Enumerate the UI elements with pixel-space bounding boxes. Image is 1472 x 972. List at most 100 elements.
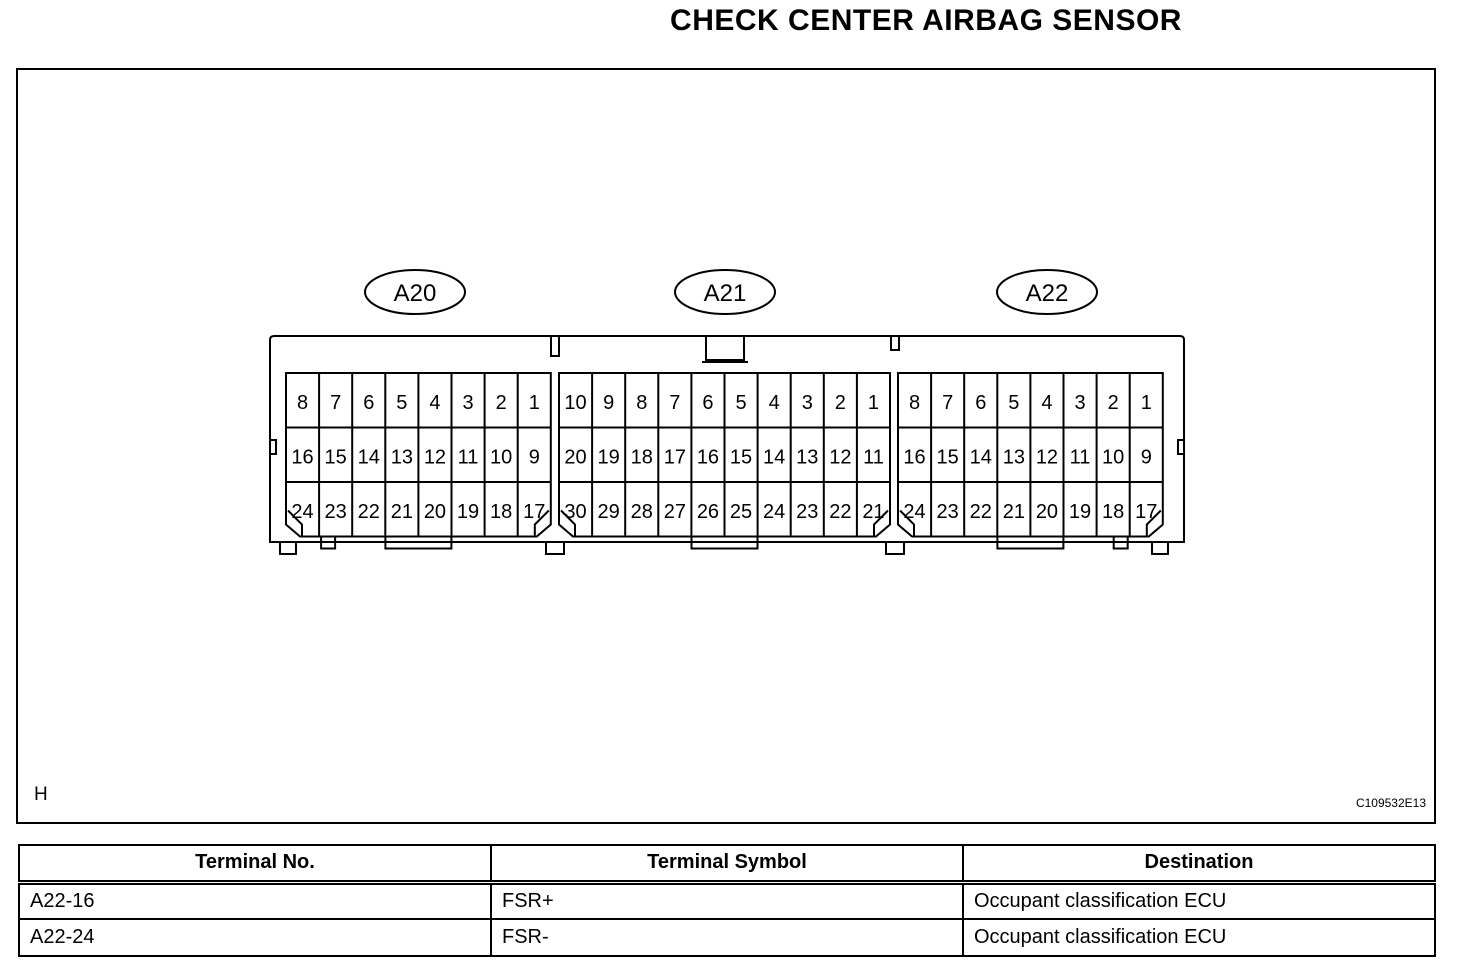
header-terminal-no: Terminal No. bbox=[18, 844, 492, 885]
terminal-number: 5 bbox=[396, 392, 407, 414]
cell-terminal-no: A22-16 bbox=[18, 881, 492, 920]
terminal-number: 22 bbox=[970, 501, 992, 523]
terminal-number: 13 bbox=[1003, 447, 1025, 469]
cavity-chamfer bbox=[873, 509, 889, 537]
terminal-number: 16 bbox=[291, 447, 313, 469]
cavity-chamfer bbox=[533, 509, 550, 537]
connector-label: A21 bbox=[704, 280, 747, 307]
terminal-number: 15 bbox=[325, 447, 347, 469]
connector-label-ellipse bbox=[674, 269, 776, 315]
terminal-table: Terminal No. Terminal Symbol Destination… bbox=[18, 844, 1436, 957]
terminal-number: 15 bbox=[730, 447, 752, 469]
terminal-number: 18 bbox=[631, 447, 653, 469]
table-row: A22-16 FSR+ Occupant classification ECU bbox=[18, 881, 1436, 920]
terminal-number: 22 bbox=[829, 501, 851, 523]
cell-destination: Occupant classification ECU bbox=[962, 881, 1436, 920]
terminal-number: 14 bbox=[970, 447, 992, 469]
illustration-code: C109532E13 bbox=[1355, 796, 1426, 810]
housing-foot bbox=[1151, 542, 1169, 555]
terminal-number: 13 bbox=[796, 447, 818, 469]
terminal-number: 4 bbox=[429, 392, 440, 414]
terminal-number: 11 bbox=[1070, 447, 1091, 469]
terminal-number: 28 bbox=[631, 501, 653, 523]
terminal-number: 4 bbox=[769, 392, 780, 414]
terminal-number: 17 bbox=[664, 447, 686, 469]
terminal-number: 6 bbox=[975, 392, 986, 414]
terminal-number: 26 bbox=[697, 501, 719, 523]
terminal-number: 8 bbox=[297, 392, 308, 414]
terminal-number: 6 bbox=[702, 392, 713, 414]
housing-side-bump bbox=[1177, 439, 1184, 455]
connector-label-ellipse bbox=[996, 269, 1098, 315]
connector-label-ellipse bbox=[364, 269, 466, 315]
cell-terminal-no: A22-24 bbox=[18, 918, 492, 957]
terminal-number: 18 bbox=[490, 501, 512, 523]
terminal-number: 24 bbox=[291, 501, 313, 523]
terminal-number: 29 bbox=[598, 501, 620, 523]
terminal-number: 3 bbox=[462, 392, 473, 414]
terminal-number: 1 bbox=[1141, 392, 1152, 414]
terminal-number: 21 bbox=[862, 501, 884, 523]
terminal-number: 3 bbox=[1074, 392, 1085, 414]
housing-notch bbox=[550, 335, 560, 357]
terminal-number: 22 bbox=[358, 501, 380, 523]
terminal-number: 11 bbox=[458, 447, 479, 469]
cavity-block bbox=[285, 372, 552, 538]
terminal-number: 9 bbox=[603, 392, 614, 414]
terminal-number: 12 bbox=[829, 447, 851, 469]
terminal-number: 14 bbox=[763, 447, 785, 469]
cavity-block bbox=[558, 372, 891, 538]
terminal-number: 6 bbox=[363, 392, 374, 414]
terminal-number: 27 bbox=[664, 501, 686, 523]
housing-notch bbox=[890, 335, 900, 351]
terminal-number: 23 bbox=[796, 501, 818, 523]
terminal-number: 19 bbox=[598, 447, 620, 469]
terminal-number: 10 bbox=[564, 392, 586, 414]
terminal-number: 7 bbox=[669, 392, 680, 414]
terminal-number: 24 bbox=[763, 501, 785, 523]
terminal-number: 2 bbox=[496, 392, 507, 414]
keying-tab bbox=[1112, 535, 1129, 550]
terminal-number: 20 bbox=[1036, 501, 1058, 523]
terminal-number: 13 bbox=[391, 447, 413, 469]
keying-tab bbox=[996, 535, 1065, 550]
header-terminal-symbol: Terminal Symbol bbox=[490, 844, 964, 885]
terminal-number: 10 bbox=[1102, 447, 1124, 469]
terminal-number: 1 bbox=[529, 392, 540, 414]
terminal-number: 25 bbox=[730, 501, 752, 523]
keying-tab bbox=[690, 535, 759, 550]
terminal-number: 23 bbox=[325, 501, 347, 523]
terminal-number: 1 bbox=[868, 392, 879, 414]
terminal-number: 16 bbox=[903, 447, 925, 469]
terminal-number: 19 bbox=[1069, 501, 1091, 523]
housing-foot bbox=[545, 542, 565, 555]
terminal-number: 17 bbox=[1135, 501, 1157, 523]
terminal-number: 9 bbox=[1141, 447, 1152, 469]
terminal-number: 11 bbox=[863, 447, 884, 469]
cell-terminal-symbol: FSR+ bbox=[490, 881, 964, 920]
terminal-number: 8 bbox=[636, 392, 647, 414]
keying-tab bbox=[384, 535, 453, 550]
page-title: CHECK CENTER AIRBAG SENSOR bbox=[670, 4, 1182, 37]
housing-foot bbox=[279, 542, 297, 555]
terminal-number: 18 bbox=[1102, 501, 1124, 523]
header-destination: Destination bbox=[962, 844, 1436, 885]
connector-housing bbox=[269, 335, 1185, 543]
terminal-number: 14 bbox=[358, 447, 380, 469]
terminal-number: 5 bbox=[735, 392, 746, 414]
terminal-number: 12 bbox=[424, 447, 446, 469]
cavity-chamfer bbox=[899, 509, 915, 537]
cavity-chamfer bbox=[1145, 509, 1162, 537]
cell-destination: Occupant classification ECU bbox=[962, 918, 1436, 957]
terminal-number: 21 bbox=[1003, 501, 1025, 523]
cavity-block bbox=[897, 372, 1164, 538]
terminal-number: 15 bbox=[937, 447, 959, 469]
terminal-number: 23 bbox=[937, 501, 959, 523]
terminal-number: 12 bbox=[1036, 447, 1058, 469]
terminal-number: 30 bbox=[564, 501, 586, 523]
terminal-number: 16 bbox=[697, 447, 719, 469]
cavity-chamfer bbox=[287, 509, 303, 537]
terminal-number: 21 bbox=[391, 501, 413, 523]
